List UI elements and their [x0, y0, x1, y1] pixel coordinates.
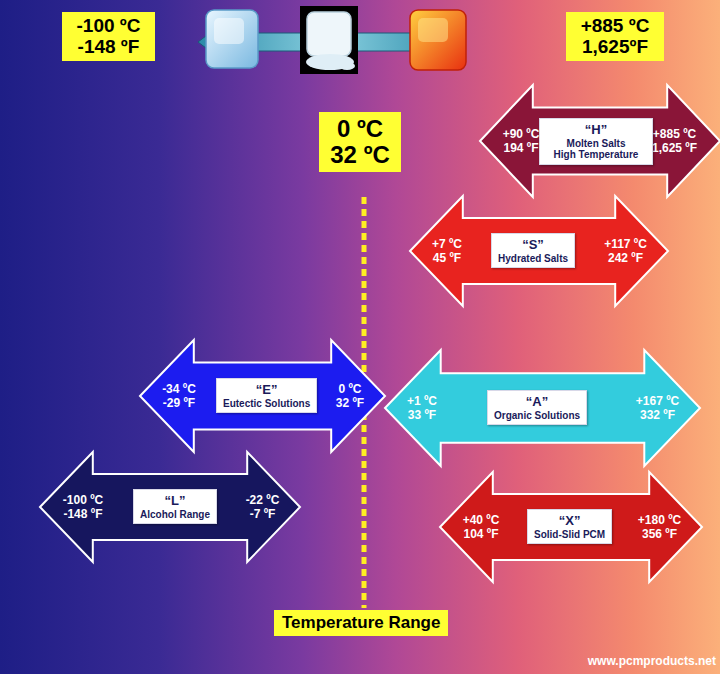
temperature-label: 0 ºC 32 ºC [327, 116, 393, 168]
arrow-outline [40, 452, 300, 562]
max-temperature: -22 ºC -7 ºF [243, 493, 282, 522]
min-temperature: -34 ºC -29 ºF [158, 382, 200, 411]
material-name: Solid-Slid PCM [534, 529, 605, 541]
double-arrow: +1 ºC 33 ºF +167 ºC 332 ºF “A”Organic Solu… [385, 350, 700, 466]
code-letter: “H” [546, 122, 646, 138]
temperature-box: Temperature Range [274, 610, 448, 636]
material-name: Molten Salts High Temperature [546, 138, 646, 161]
hot-cube [410, 10, 466, 70]
temperature-label: Temperature Range [282, 614, 440, 632]
code-letter: “A” [494, 394, 580, 410]
frozen-cube [206, 10, 258, 68]
code-letter: “S” [498, 237, 568, 253]
arrow-outline [385, 350, 700, 466]
temperature-box: 0 ºC 32 ºC [319, 112, 401, 172]
max-temperature: +167 ºC 332 ºF [633, 394, 682, 423]
min-temperature: -100 ºC -148 ºF [58, 493, 108, 522]
max-temperature: 0 ºC 32 ºF [333, 382, 367, 411]
material-name: Organic Solutions [494, 410, 580, 422]
code-box: “X”Solid-Slid PCM [527, 509, 612, 544]
min-temperature: +40 ºC 104 ºF [458, 513, 504, 542]
double-arrow: -34 ºC -29 ºF 0 ºC 32 ºF “E”Eutectic Solut… [140, 340, 385, 452]
min-temperature: +7 ºC 45 ºF [428, 237, 466, 266]
double-arrow: +90 ºC 194 ºF +885 ºC 1,625 ºF“H”Molten S… [480, 85, 720, 197]
arrow-outline [440, 472, 702, 582]
material-name: Alcohol Range [140, 509, 210, 521]
code-letter: “E” [223, 382, 310, 398]
code-box: “L”Alcohol Range [133, 489, 217, 524]
max-temperature: +117 ºC 242 ºF [601, 237, 650, 266]
max-temperature: +180 ºC 356 ºF [635, 513, 684, 542]
temperature-label: -100 ºC -148 ºF [70, 16, 147, 57]
double-arrow: +40 ºC 104 ºF +180 ºC 356 ºF “X”Solid-Slid… [440, 472, 702, 582]
material-name: Eutectic Solutions [223, 398, 310, 410]
temperature-box: +885 ºC 1,625ºF [566, 12, 664, 61]
temperature-label: +885 ºC 1,625ºF [574, 16, 656, 57]
code-box: “E”Eutectic Solutions [216, 378, 317, 413]
code-letter: “X” [534, 513, 605, 529]
min-temperature: +90 ºC 194 ºF [498, 127, 544, 156]
min-temperature: +1 ºC 33 ºF [403, 394, 441, 423]
material-name: Hydrated Salts [498, 253, 568, 265]
double-arrow: +7 ºC 45 ºF +117 ºC 242 ºF “S”Hydrated Sal… [410, 196, 668, 306]
arrow-outline [410, 196, 668, 306]
code-box: “A”Organic Solutions [487, 390, 587, 425]
code-box: “H”Molten Salts High Temperature [539, 118, 653, 165]
code-box: “S”Hydrated Salts [491, 233, 575, 268]
melting-cube [300, 6, 358, 74]
code-letter: “L” [140, 493, 210, 509]
arrow-outline [480, 85, 720, 197]
max-temperature: +885 ºC 1,625 ºF [647, 127, 702, 156]
double-arrow: -100 ºC -148 ºF -22 ºC -7 ºF “L”Alcohol Ra… [40, 452, 300, 562]
temperature-box: -100 ºC -148 ºF [62, 12, 155, 61]
arrow-outline [140, 340, 385, 452]
watermark: www.pcmproducts.net [588, 654, 716, 668]
